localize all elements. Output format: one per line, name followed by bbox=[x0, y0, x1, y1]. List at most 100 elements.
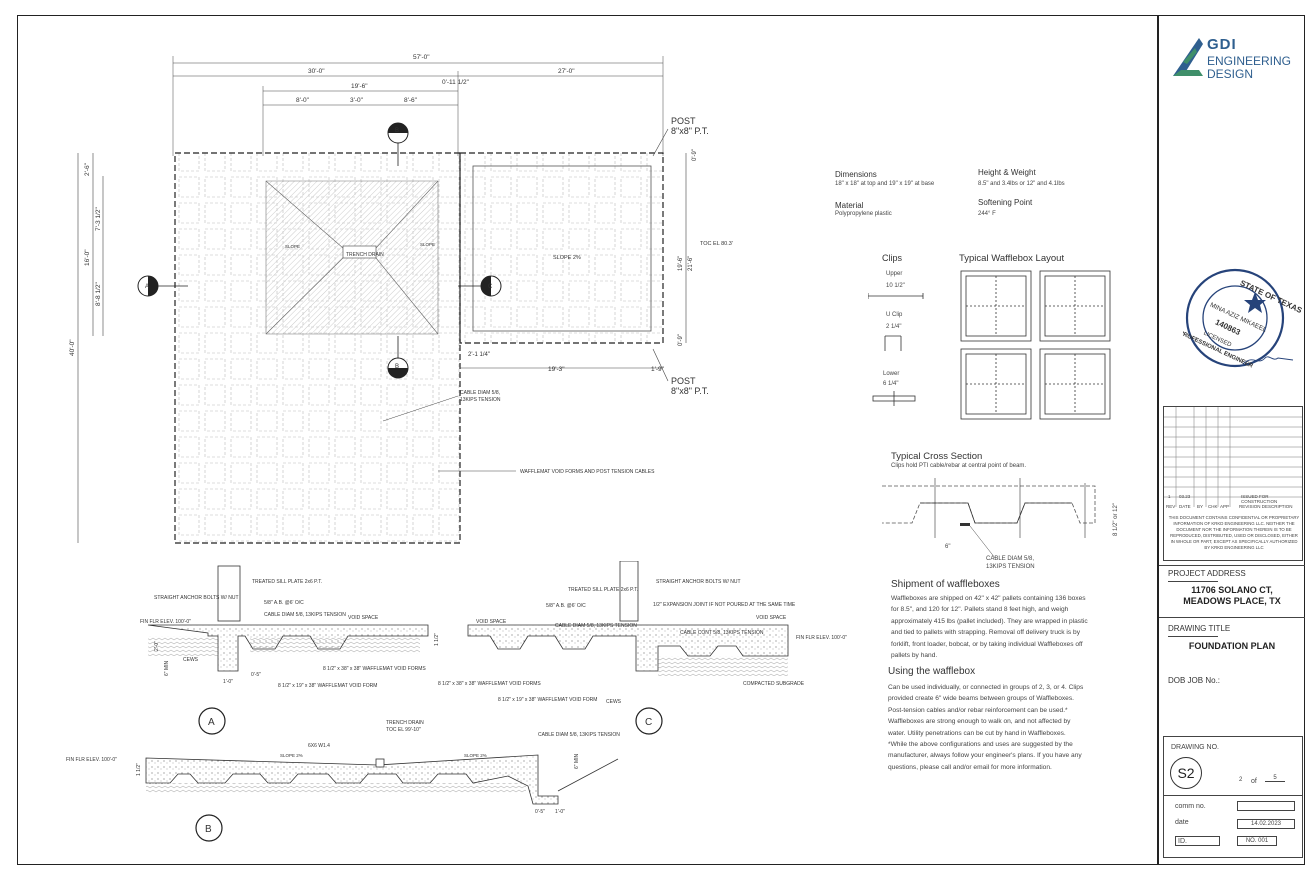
post-label-top: POST bbox=[671, 116, 696, 126]
logo-text-1: GDI bbox=[1207, 36, 1237, 53]
svg-text:6" MIN: 6" MIN bbox=[164, 661, 170, 676]
title-block: GDI ENGINEERING DESIGN STATE OF TEXAS MI… bbox=[1157, 16, 1305, 864]
layout-title: Typical Wafflebox Layout bbox=[959, 253, 1065, 264]
svg-text:6X6 W1.4: 6X6 W1.4 bbox=[308, 743, 330, 749]
trench-drain-label: TRENCH DRAIN bbox=[346, 252, 384, 258]
svg-text:TOC EL 99'-10": TOC EL 99'-10" bbox=[386, 727, 421, 733]
dob-job-label: DOB JOB No.: bbox=[1168, 676, 1221, 685]
svg-text:CABLE DIAM 5/8, 13KIPS TENSION: CABLE DIAM 5/8, 13KIPS TENSION bbox=[538, 732, 620, 738]
svg-text:1'-0": 1'-0" bbox=[555, 809, 565, 815]
foundation-plan: 57'-0" 30'-0" 27'-0" 0'-11 1/2" 19'-6" 8… bbox=[69, 54, 733, 544]
dim-r4: 0'-9" bbox=[678, 334, 684, 346]
post-label-bottom: POST bbox=[671, 376, 696, 386]
section-marker-b-bottom: B bbox=[387, 336, 409, 379]
revision-table: 1 03.23 ISSUED FOR CONSTRUCTION REV DATE… bbox=[1163, 406, 1303, 561]
dim-height-total: 40'-0" bbox=[69, 339, 76, 356]
dim-seg1: 8'-0" bbox=[296, 97, 310, 104]
slope-label-2: SLOPE bbox=[420, 242, 435, 247]
detail-c: TREATED SILL PLATE 2x6 P.T. STRAIGHT ANC… bbox=[438, 561, 847, 735]
date-value: 14.02.2023 bbox=[1237, 819, 1295, 829]
cross-dim-h: 8 1/2" or 12" bbox=[1113, 503, 1119, 536]
dim-span: 19'-6" bbox=[351, 83, 368, 90]
dim-v4: 8'-8 1/2" bbox=[95, 282, 102, 306]
dim-left: 30'-0" bbox=[308, 68, 325, 75]
page-of: of bbox=[1251, 778, 1257, 785]
post-size-bottom: 8"x8" P.T. bbox=[671, 386, 709, 396]
svg-text:1'-0": 1'-0" bbox=[223, 679, 233, 685]
engineer-seal: STATE OF TEXAS MINA AZIZ MIKAEEL 140863 … bbox=[1183, 268, 1303, 370]
svg-text:B: B bbox=[395, 364, 399, 370]
project-address-label: PROJECT ADDRESS bbox=[1168, 569, 1246, 578]
slope-2-label: SLOPE 2% bbox=[553, 255, 581, 261]
clips-upper: Upper bbox=[886, 271, 903, 277]
svg-text:8 1/2" x 19" x 38" WAFFLEMAT V: 8 1/2" x 19" x 38" WAFFLEMAT VOID FORM bbox=[278, 683, 377, 689]
spec-material-heading: Material bbox=[835, 201, 864, 210]
dim-bottom-span: 19'-3" bbox=[548, 366, 565, 373]
svg-text:VOID SPACE: VOID SPACE bbox=[756, 615, 787, 621]
dim-overall: 57'-0" bbox=[413, 54, 430, 61]
svg-text:5/8" A.B. @6' O/C: 5/8" A.B. @6' O/C bbox=[264, 600, 304, 606]
spec-dimensions-heading: Dimensions bbox=[835, 170, 877, 179]
detail-a: STRAIGHT ANCHOR BOLTS W/ NUT TREATED SIL… bbox=[140, 565, 440, 735]
svg-text:CEWS: CEWS bbox=[183, 657, 199, 663]
comm-label: comm no. bbox=[1175, 803, 1206, 810]
dim-v1: 2'-6" bbox=[84, 162, 91, 176]
seal-state: STATE OF TEXAS bbox=[1239, 278, 1303, 315]
svg-text:C: C bbox=[488, 284, 493, 290]
svg-text:8 1/2" x 38" x 38" WAFFLEMAT V: 8 1/2" x 38" x 38" WAFFLEMAT VOID FORMS bbox=[323, 666, 426, 672]
svg-text:TRENCH DRAIN: TRENCH DRAIN bbox=[386, 720, 424, 726]
svg-text:CABLE DIAM 5/8, 13KIPS TENSION: CABLE DIAM 5/8, 13KIPS TENSION bbox=[264, 612, 346, 618]
spec-softening-value: 244° F bbox=[978, 211, 996, 217]
shipment-text: Waffleboxes are shipped on 42" x 42" pal… bbox=[891, 595, 1088, 660]
svg-text:STRAIGHT ANCHOR BOLTS W/ NUT: STRAIGHT ANCHOR BOLTS W/ NUT bbox=[656, 579, 741, 585]
svg-text:TREATED SILL PLATE 2x6 P.T.: TREATED SILL PLATE 2x6 P.T. bbox=[252, 579, 322, 585]
cable-note-2: 13KIPS TENSION bbox=[460, 397, 501, 403]
spec-material-value: Polypropylene plastic bbox=[835, 211, 892, 217]
svg-text:1 1/2": 1 1/2" bbox=[434, 633, 440, 646]
svg-text:0'-5": 0'-5" bbox=[251, 672, 261, 678]
section-details: STRAIGHT ANCHOR BOLTS W/ NUT TREATED SIL… bbox=[66, 561, 847, 842]
dim-seg3: 8'-6" bbox=[404, 97, 418, 104]
drawing-title: FOUNDATION PLAN bbox=[1188, 641, 1276, 651]
dim-r2: 19'-6" bbox=[678, 256, 684, 271]
detail-a-label: A bbox=[208, 717, 215, 728]
dim-bottom-off: 2'-1 1/4" bbox=[468, 352, 490, 358]
gdi-logo-icon bbox=[1173, 38, 1203, 76]
signature bbox=[1242, 356, 1294, 365]
spec-height-value: 8.5" and 3.4lbs or 12" and 4.1lbs bbox=[978, 181, 1065, 187]
drawing-sheet: 57'-0" 30'-0" 27'-0" 0'-11 1/2" 19'-6" 8… bbox=[17, 15, 1305, 865]
section-marker-a: A bbox=[137, 275, 188, 297]
cross-title: Typical Cross Section bbox=[891, 451, 983, 462]
drawing-number: S2 bbox=[1170, 757, 1202, 789]
svg-text:FIN FLR ELEV. 100'-0": FIN FLR ELEV. 100'-0" bbox=[796, 635, 847, 641]
page-current: 2 bbox=[1239, 777, 1243, 783]
logo-text-2: ENGINEERING bbox=[1207, 54, 1292, 68]
svg-text:CABLE CONT 5/8, 13KIPS TENSION: CABLE CONT 5/8, 13KIPS TENSION bbox=[680, 630, 764, 636]
cross-section-drawing bbox=[882, 478, 1096, 559]
post-size-top: 8"x8" P.T. bbox=[671, 126, 709, 136]
section-marker-c: C bbox=[458, 275, 502, 297]
svg-text:VOID SPACE: VOID SPACE bbox=[348, 615, 379, 621]
detail-b: FIN FLR ELEV. 100'-0" TRENCH DRAIN TOC E… bbox=[66, 720, 620, 842]
clips-upper-dim: 10 1/2" bbox=[886, 283, 905, 289]
using-title: Using the wafflebox bbox=[888, 666, 976, 677]
detail-b-label: B bbox=[205, 824, 212, 835]
dim-seg2: 3'-0" bbox=[350, 97, 364, 104]
address-line-1: 11706 SOLANO CT, bbox=[1191, 585, 1273, 595]
svg-text:8 1/2" x 19" x 38" WAFFLEMAT V: 8 1/2" x 19" x 38" WAFFLEMAT VOID FORM bbox=[498, 697, 597, 703]
cross-dim-6: 6" bbox=[945, 544, 951, 550]
date-label: date bbox=[1175, 819, 1189, 826]
svg-text:5/8" A.B. @6' O/C: 5/8" A.B. @6' O/C bbox=[546, 603, 586, 609]
svg-text:A: A bbox=[145, 284, 149, 290]
shipment-title: Shipment of waffleboxes bbox=[891, 579, 1000, 590]
spec-height-heading: Height & Weight bbox=[978, 168, 1036, 177]
dim-v2: 16'-0" bbox=[84, 249, 91, 266]
clips-uclip: U Clip bbox=[886, 312, 903, 318]
clips-uclip-dim: 2 1/4" bbox=[886, 324, 902, 330]
svg-text:2'-0": 2'-0" bbox=[154, 641, 160, 651]
clips-title: Clips bbox=[882, 253, 903, 263]
logo-text-3: DESIGN bbox=[1207, 67, 1254, 81]
cross-cable-1: CABLE DIAM 5/8, bbox=[986, 556, 1035, 562]
svg-text:STRAIGHT ANCHOR BOLTS W/ NUT: STRAIGHT ANCHOR BOLTS W/ NUT bbox=[154, 595, 239, 601]
svg-text:COMPACTED SUBGRADE: COMPACTED SUBGRADE bbox=[743, 681, 805, 687]
